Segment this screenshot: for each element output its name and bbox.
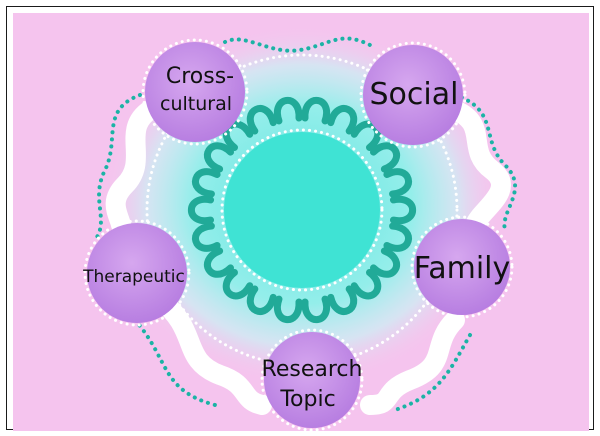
node-label-family: Family — [414, 251, 511, 286]
diagram-artwork: Cross- cultural Social Family Research T… — [13, 13, 589, 431]
node-label-cross-cultural-1: Cross- — [166, 64, 234, 89]
node-label-topic: Topic — [279, 387, 335, 412]
center-circle — [224, 132, 380, 288]
node-label-social: Social — [370, 77, 459, 112]
node-label-therapeutic: Therapeutic — [82, 267, 185, 287]
node-label-research: Research — [262, 357, 363, 382]
node-label-cross-cultural-2: cultural — [160, 93, 232, 115]
